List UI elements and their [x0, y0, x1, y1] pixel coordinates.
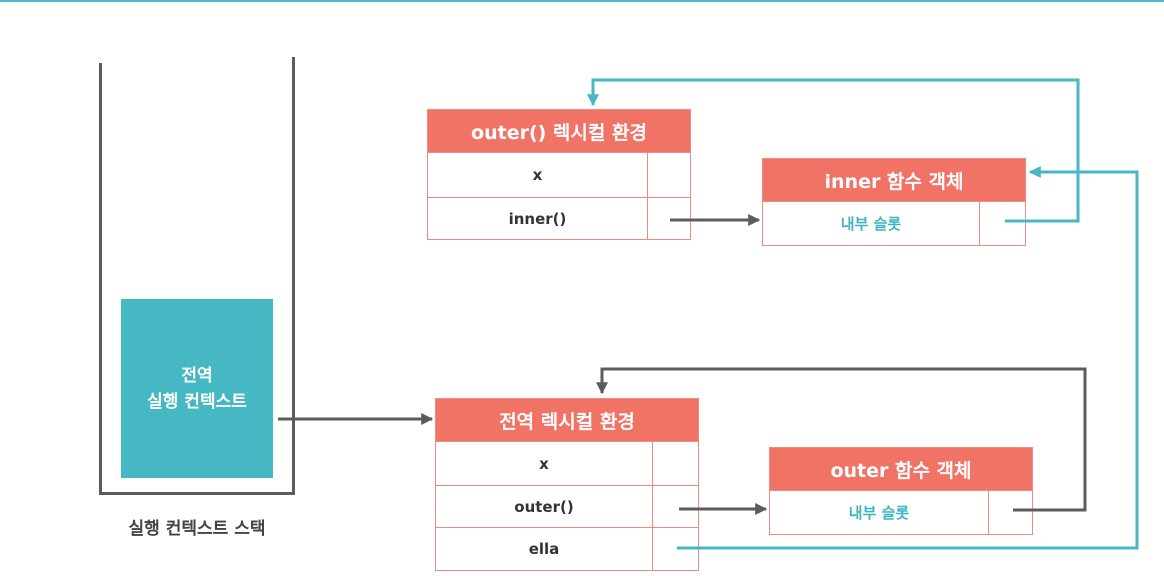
row-key-outer: outer() [514, 497, 574, 516]
arrow-ella-to-inner-fn [677, 166, 1139, 550]
table-row: ella [436, 527, 698, 570]
outer-lexenv-title: outer() 렉시컬 환경 [428, 110, 690, 152]
row-value-cell [652, 486, 698, 527]
row-value-cell [652, 442, 698, 485]
outer-lexical-environment: outer() 렉시컬 환경 x inner() [427, 109, 691, 240]
row-value-cell [652, 528, 698, 570]
outer-fn-title: outer 함수 객체 [770, 448, 1032, 490]
arrow-inner-slot-to-outer-env [587, 78, 1080, 223]
table-row: x [436, 441, 698, 485]
row-value-cell [979, 202, 1025, 245]
inner-function-object: inner 함수 객체 내부 슬롯 [762, 158, 1026, 246]
context-label-line2: 실행 컨텍스트 [147, 391, 247, 412]
global-execution-context: 전역 실행 컨텍스트 [121, 299, 273, 478]
table-row: outer() [436, 485, 698, 527]
row-value-cell [988, 491, 1032, 534]
global-lexical-environment: 전역 렉시컬 환경 x outer() ella [435, 398, 699, 571]
global-lexenv-title: 전역 렉시컬 환경 [436, 399, 698, 441]
stack-left-wall [99, 63, 102, 495]
inner-fn-title: inner 함수 객체 [763, 159, 1025, 201]
stack-caption: 실행 컨텍스트 스택 [128, 519, 266, 539]
row-key-x: x [539, 454, 549, 473]
arrow-outer-slot-to-global-env [596, 367, 1087, 512]
table-row: inner() [428, 197, 690, 239]
internal-slot-label: 내부 슬롯 [840, 215, 902, 233]
row-key-inner: inner() [508, 209, 567, 228]
row-value-cell [647, 198, 690, 239]
table-row: 내부 슬롯 [763, 201, 1025, 245]
outer-function-object: outer 함수 객체 내부 슬롯 [769, 447, 1033, 535]
stack-bottom-wall [99, 492, 295, 495]
table-row: x [428, 152, 690, 197]
table-row: 내부 슬롯 [770, 490, 1032, 534]
top-border-line [0, 0, 1164, 2]
row-value-cell [647, 153, 690, 197]
row-key-x: x [532, 166, 543, 184]
stack-right-wall [292, 57, 295, 495]
internal-slot-label: 내부 슬롯 [848, 504, 910, 522]
context-label-line1: 전역 [181, 365, 213, 386]
row-key-ella: ella [528, 540, 560, 558]
